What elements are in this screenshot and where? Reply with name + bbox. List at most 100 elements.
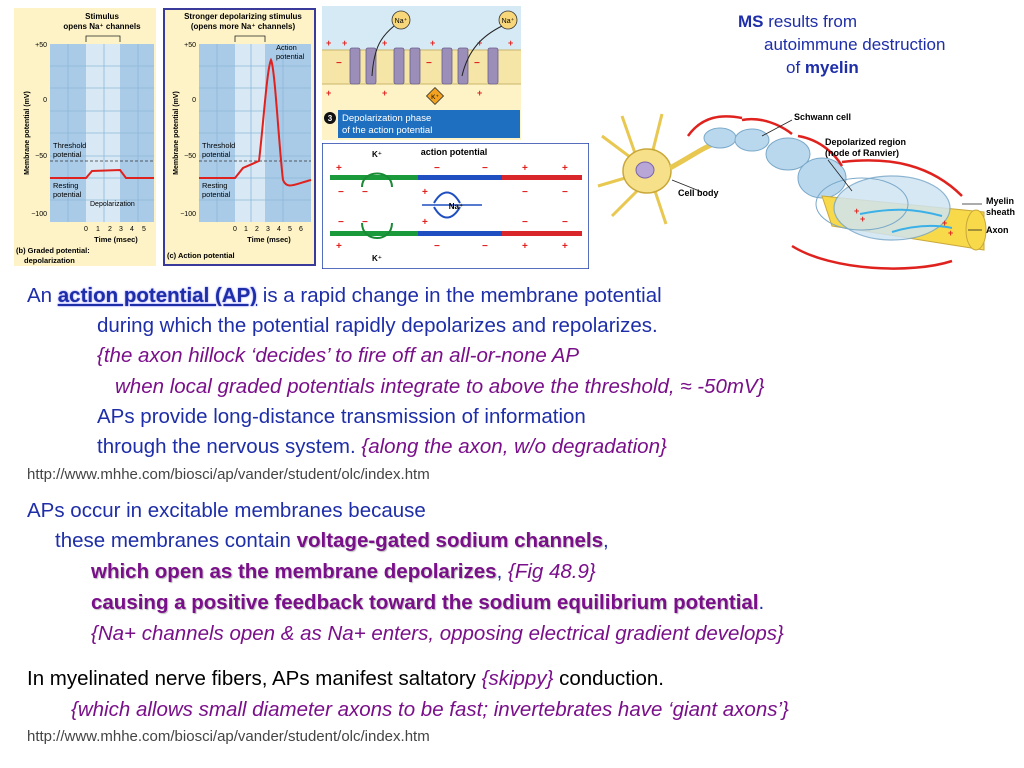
graded-ytick: −100 — [31, 211, 47, 218]
term-voltage-gated-channels: voltage-gated sodium channels — [296, 529, 603, 552]
p3-l1-pre: In myelinated nerve fibers, APs manifest… — [27, 667, 482, 690]
na-ion-label: Na⁺ — [502, 17, 515, 25]
svg-text:+: + — [326, 88, 331, 98]
propagation-k-label: K⁺ — [372, 254, 382, 263]
ap-title: (opens more Na⁺ channels) — [191, 22, 296, 31]
myelin-sheath-label: sheath — [986, 207, 1015, 217]
svg-text:+: + — [508, 38, 513, 48]
svg-text:+: + — [326, 38, 331, 48]
ap-x-axis-label: Time (msec) — [247, 235, 291, 244]
svg-text:+: + — [336, 163, 342, 174]
svg-text:−: − — [562, 187, 568, 198]
ap-action-label: potential — [276, 52, 305, 61]
p2-line2: these membranes contain voltage-gated so… — [55, 529, 609, 553]
graded-xtick: 0 — [84, 226, 88, 233]
svg-text:−: − — [474, 58, 480, 69]
schwann-cell-label: Schwann cell — [794, 112, 851, 122]
svg-text:−: − — [482, 163, 488, 174]
svg-text:−: − — [482, 241, 488, 252]
graded-resting-label: Resting — [53, 181, 78, 190]
p2-line4: causing a positive feedback toward the s… — [91, 591, 764, 615]
svg-text:+: + — [854, 206, 859, 216]
p2-l2-post: , — [603, 529, 609, 552]
ap-title: Stronger depolarizing stimulus — [184, 12, 302, 21]
svg-text:+: + — [522, 241, 528, 252]
propagation-figure: action potential +−−++ −−+−− −−+−− +−−++… — [321, 142, 590, 270]
ap-threshold-label: potential — [202, 150, 231, 159]
svg-text:+: + — [430, 38, 435, 48]
ms-line2: autoimmune destruction — [764, 35, 946, 54]
graded-ytick: −50 — [35, 153, 47, 160]
graded-title-1: Stimulus — [85, 12, 119, 21]
ap-xtick: 5 — [288, 226, 292, 233]
step-number: 3 — [328, 114, 333, 123]
p2-l3-bold: which open as the membrane depolarizes — [91, 560, 497, 583]
graded-xtick: 2 — [108, 226, 112, 233]
graded-xtick: 4 — [130, 226, 134, 233]
graded-xtick: 5 — [142, 226, 146, 233]
ms-myelin: myelin — [804, 58, 859, 77]
channel-caption: Depolarization phase — [342, 113, 431, 124]
neuron-figure: ++++ Schwann cell Depolarized region (no… — [592, 96, 1022, 276]
source-url-2: http://www.mhhe.com/biosci/ap/vander/stu… — [27, 728, 430, 745]
ap-y-axis-label: Membrane potential (mV) — [173, 91, 180, 175]
p1-line4: when local graded potentials integrate t… — [115, 375, 765, 398]
graded-ytick: 0 — [43, 97, 47, 104]
ms-abbrev: MS — [738, 12, 764, 31]
cell-body-label: Cell body — [678, 188, 719, 198]
p3-line1: In myelinated nerve fibers, APs manifest… — [27, 667, 664, 691]
na-ion-label: Na⁺ — [395, 17, 408, 25]
svg-text:+: + — [422, 187, 428, 198]
svg-text:+: + — [942, 218, 947, 228]
svg-text:+: + — [382, 88, 387, 98]
svg-text:−: − — [562, 217, 568, 228]
ms-note: MS results from autoimmune destruction o… — [738, 10, 945, 79]
svg-text:−: − — [362, 187, 368, 198]
svg-text:−: − — [336, 58, 342, 69]
ap-ytick: −50 — [184, 153, 196, 160]
svg-text:+: + — [477, 38, 482, 48]
p1-line5: APs provide long-distance transmission o… — [97, 405, 586, 428]
p1-line3: {the axon hillock ‘decides’ to fire off … — [97, 344, 580, 367]
ms-line3: of — [786, 58, 805, 77]
ap-resting-label: Resting — [202, 181, 227, 190]
graded-threshold-label: Threshold — [53, 141, 86, 150]
p1-line6: through the nervous system. {along the a… — [97, 435, 667, 459]
graded-caption: depolarization — [24, 256, 75, 265]
svg-text:−: − — [338, 217, 344, 228]
svg-text:+: + — [562, 241, 568, 252]
svg-text:+: + — [860, 214, 865, 224]
channel-caption: of the action potential — [342, 125, 432, 136]
ap-xtick: 1 — [244, 226, 248, 233]
svg-text:+: + — [948, 228, 953, 238]
p2-line5: {Na+ channels open & as Na+ enters, oppo… — [91, 622, 784, 645]
ap-ytick: +50 — [184, 42, 196, 49]
graded-potential-figure: Stimulus opens Na⁺ channels Membrane pot… — [14, 8, 156, 266]
ms-line1: results from — [763, 12, 858, 31]
p3-l1-italic: {skippy} — [481, 667, 554, 690]
propagation-na-label: Na⁺ — [449, 202, 463, 211]
svg-text:+: + — [477, 88, 482, 98]
svg-text:+: + — [382, 38, 387, 48]
node-of-ranvier-label: Depolarized region — [825, 137, 906, 147]
ap-xtick: 4 — [277, 226, 281, 233]
graded-resting-label: potential — [53, 190, 82, 199]
ap-xtick: 0 — [233, 226, 237, 233]
p2-l3-italic: {Fig 48.9} — [507, 560, 596, 583]
source-url-1: http://www.mhhe.com/biosci/ap/vander/stu… — [27, 466, 430, 483]
svg-text:−: − — [522, 217, 528, 228]
graded-x-axis-label: Time (msec) — [94, 235, 138, 244]
p3-l1-post: conduction. — [553, 667, 664, 690]
graded-depolarization-label: Depolarization — [90, 201, 135, 208]
axon-label: Axon — [986, 225, 1009, 235]
svg-text:−: − — [434, 241, 440, 252]
ap-action-label: Action — [276, 43, 297, 52]
p1-l6-pre: through the nervous system. — [97, 435, 362, 458]
ap-xtick: 6 — [299, 226, 303, 233]
paragraph-saltatory: In myelinated nerve fibers, APs manifest… — [27, 667, 1017, 737]
p1-l1-post: is a rapid change in the membrane potent… — [257, 284, 662, 307]
graded-threshold-label: potential — [53, 150, 82, 159]
propagation-k-label: K⁺ — [372, 150, 382, 159]
p1-l6-italic: {along the axon, w/o degradation} — [361, 435, 667, 458]
p3-line2: {which allows small diameter axons to be… — [71, 698, 789, 721]
